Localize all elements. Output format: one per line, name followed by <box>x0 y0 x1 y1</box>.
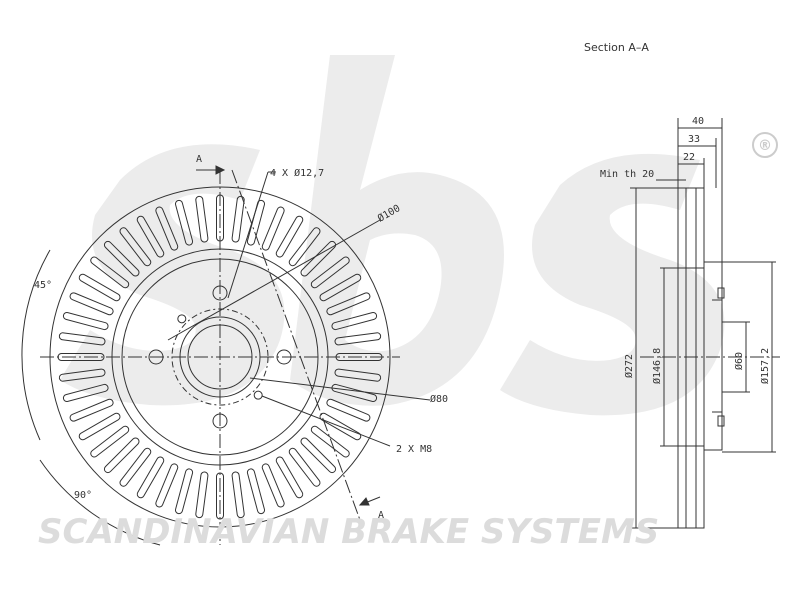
vent-slot <box>103 240 140 277</box>
hub-face-lines <box>712 299 722 413</box>
watermark-tagline: SCANDINAVIAN BRAKE SYSTEMS <box>38 512 660 552</box>
vent-slot <box>174 199 194 246</box>
min-thickness-label: Min th 20 <box>600 169 654 180</box>
logo-text: sbs <box>240 122 257 133</box>
registered-mark: ® <box>752 132 778 158</box>
leader-threads <box>261 395 391 447</box>
width-hat-label: 33 <box>688 134 700 145</box>
front-view <box>21 165 431 546</box>
angle-arc-90 <box>39 459 161 546</box>
vent-slot <box>78 412 121 441</box>
vent-slot <box>288 447 321 487</box>
center-bore-label: Ø80 <box>430 393 448 405</box>
section-line-diag <box>231 169 361 521</box>
outer-diameter-label: Ø272 <box>623 354 635 378</box>
vent-slot <box>246 468 266 515</box>
section-title: Section A–A <box>584 41 649 54</box>
vent-slot <box>275 215 304 258</box>
registered-symbol: ® <box>758 138 772 154</box>
leader-bolt-holes <box>227 171 269 299</box>
vent-channel <box>685 188 697 528</box>
vent-slot <box>155 463 179 508</box>
disc-section-outline <box>677 187 705 529</box>
vent-slot <box>300 437 337 474</box>
hat-section <box>704 261 723 451</box>
vent-slot <box>331 311 378 331</box>
section-view <box>630 118 780 529</box>
vent-slot <box>155 206 179 251</box>
vent-slot <box>319 412 362 441</box>
vent-slot <box>174 468 194 515</box>
threads-label: 2 X M8 <box>396 444 432 455</box>
vent-slots <box>57 194 383 520</box>
bolt-holes-label: 4 X Ø12,7 <box>270 167 324 179</box>
vent-slot <box>90 425 130 458</box>
vent-slot <box>119 447 152 487</box>
sbs-watermark-logo <box>60 55 725 416</box>
vent-slot <box>69 398 114 422</box>
vent-slot <box>288 227 321 267</box>
vent-slot <box>62 311 109 331</box>
vent-slot <box>103 437 140 474</box>
vent-slot <box>334 368 382 382</box>
diameter-1468-label: Ø146,8 <box>651 348 663 384</box>
section-arrow-bottom-head <box>358 497 370 506</box>
vent-slot <box>261 206 285 251</box>
vent-slot <box>58 332 106 346</box>
angle-arc-45 <box>21 249 51 441</box>
thread-hole <box>253 390 263 400</box>
vent-slot <box>62 383 109 403</box>
vent-slot <box>58 368 106 382</box>
vent-slot <box>136 456 165 499</box>
angle-45-label: 45° <box>34 280 52 291</box>
vent-slot <box>231 195 245 243</box>
vent-slot <box>261 463 285 508</box>
vent-slot <box>195 195 209 243</box>
vent-slot <box>195 471 209 519</box>
vent-slot <box>136 215 165 258</box>
leader-bore <box>249 377 431 401</box>
section-arrow-top-head <box>215 165 226 175</box>
vent-slot <box>275 456 304 499</box>
angle-90-label: 90° <box>74 490 92 501</box>
thread-detail-top <box>717 287 725 299</box>
vent-slot <box>331 383 378 403</box>
vent-slot <box>69 292 114 316</box>
vent-slot <box>90 256 130 289</box>
vent-slot <box>246 199 266 246</box>
width-disc-label: 22 <box>683 152 695 163</box>
diameter-60-label: Ø60 <box>733 352 745 370</box>
thread-hole <box>177 314 187 324</box>
thread-detail-bottom <box>717 415 725 427</box>
vent-slot <box>78 273 121 302</box>
vent-slot <box>231 471 245 519</box>
width-total-label: 40 <box>692 116 704 127</box>
section-mark-top: A <box>196 154 202 165</box>
registered-circle <box>752 132 778 158</box>
vent-slot <box>326 292 371 316</box>
section-mark-bottom: A <box>378 510 384 521</box>
vent-slot <box>334 332 382 346</box>
vent-slot <box>119 227 152 267</box>
leader-pcd <box>167 219 381 341</box>
vent-slot <box>319 273 362 302</box>
vent-slot <box>326 398 371 422</box>
diameter-1572-label: Ø157,2 <box>759 348 771 384</box>
vent-slot <box>310 425 350 458</box>
vent-slot <box>310 256 350 289</box>
